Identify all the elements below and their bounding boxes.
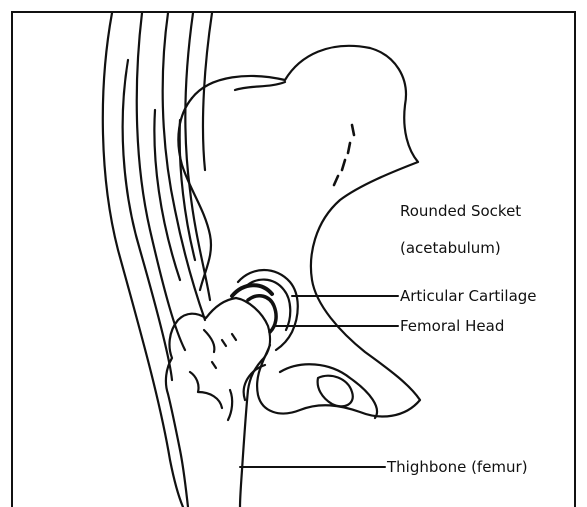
- label-femoral-head: Femoral Head: [400, 319, 504, 334]
- pelvis-bone: [178, 46, 420, 418]
- label-rounded-socket: Rounded Socket: [400, 204, 521, 219]
- leader-lines: [240, 296, 398, 467]
- label-acetabulum: (acetabulum): [400, 241, 501, 256]
- muscle-bands: [103, 13, 212, 507]
- label-articular-cartilage: Articular Cartilage: [400, 289, 537, 304]
- label-thighbone: Thighbone (femur): [387, 460, 528, 475]
- socket-and-cartilage: [232, 270, 298, 350]
- femur-bone: [166, 298, 270, 507]
